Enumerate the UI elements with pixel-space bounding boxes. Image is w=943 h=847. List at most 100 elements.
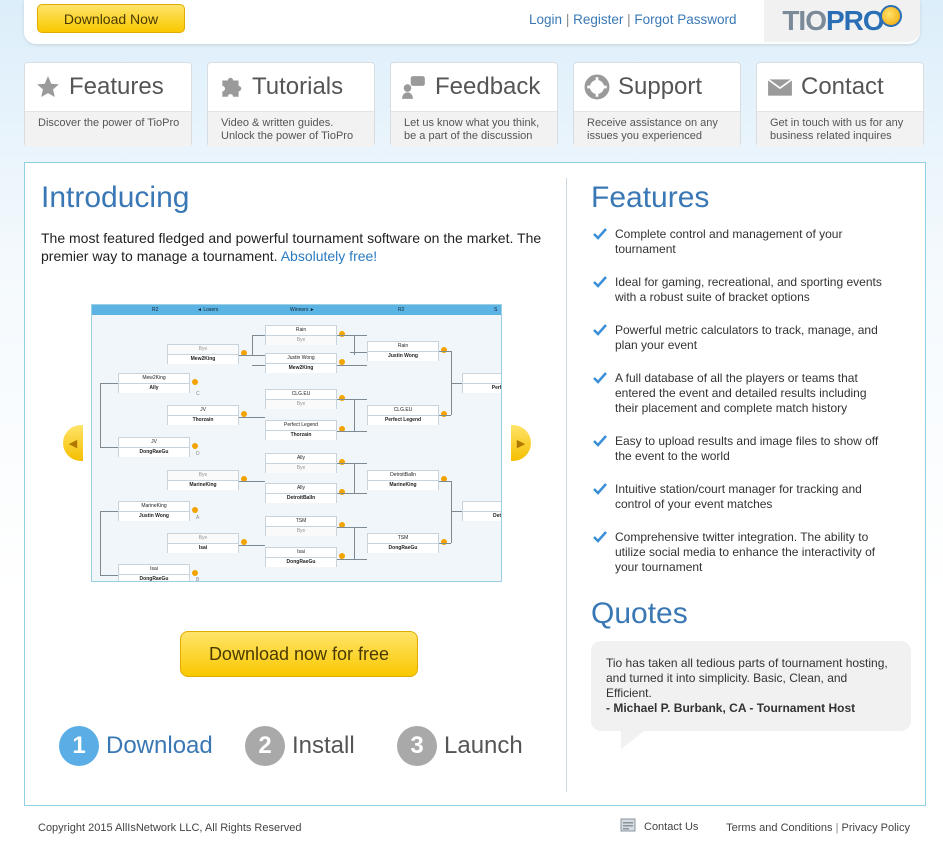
bracket-slot: Bye [265, 526, 337, 536]
step-launch[interactable]: 3 Launch [397, 726, 523, 766]
bracket-slot: Ally [265, 483, 337, 493]
intro-body: The most featured fledged and powerful t… [41, 230, 542, 264]
nav-card-features[interactable]: Features Discover the power of TioPro [24, 62, 192, 147]
bracket-slot: Bye [167, 533, 239, 543]
step-install[interactable]: 2 Install [245, 726, 355, 766]
carousel-next-button[interactable]: ▶ [511, 425, 531, 461]
bracket-slot: Ally [118, 383, 190, 393]
tiopro-logo[interactable]: TIOPRO [764, 0, 920, 42]
absolutely-free-link[interactable]: Absolutely free! [280, 248, 378, 264]
download-now-button[interactable]: Download Now [37, 4, 185, 33]
score-dot-icon [339, 489, 345, 495]
bracket-slot: DetroitBalln [265, 493, 337, 503]
nav-description: Receive assistance on any issues you exp… [574, 111, 740, 147]
bracket-head-label: R2 [152, 307, 159, 313]
forgot-password-link[interactable]: Forgot Password [634, 12, 737, 27]
separator: | [565, 12, 570, 27]
checkmark-icon [593, 324, 607, 336]
checkmark-icon [593, 372, 607, 384]
bracket-connector [451, 511, 462, 512]
feature-item: Easy to upload results and image files t… [593, 434, 893, 464]
checkmark-icon [593, 276, 607, 288]
terms-link[interactable]: Terms and Conditions [726, 822, 833, 834]
nav-desc-line: Let us know what you think, [404, 117, 540, 129]
bracket-slot: Detr [462, 511, 501, 521]
score-dot-icon [241, 476, 247, 482]
bracket-slot: MarineKing [367, 480, 439, 490]
nav-description: Get in touch with us for any business re… [757, 111, 923, 147]
logo-pro: PRO [825, 5, 885, 36]
nav-card-feedback[interactable]: Feedback Let us know what you think, be … [390, 62, 558, 147]
score-dot-icon [339, 359, 345, 365]
bracket-slot: DongRaeGu [367, 543, 439, 553]
feature-item: Ideal for gaming, recreational, and spor… [593, 275, 893, 305]
bracket-slot: DetroitBalln [367, 470, 439, 480]
score-dot-icon [441, 539, 447, 545]
score-dot-icon [241, 350, 247, 356]
bracket-slot: Isai [265, 547, 337, 557]
bracket-slot: Justin Wong [367, 351, 439, 361]
bracket-slot: Bye [265, 399, 337, 409]
bracket-connector [337, 527, 367, 528]
bracket-connector [239, 355, 265, 356]
score-dot-icon [339, 553, 345, 559]
bracket-slot [462, 501, 501, 511]
bracket-connector [337, 335, 367, 336]
privacy-link[interactable]: Privacy Policy [841, 822, 910, 834]
step-label: Download [106, 732, 213, 759]
quote-author: - Michael P. Burbank, CA - Tournament Ho… [606, 701, 856, 715]
footer-contact-link[interactable]: Contact Us [620, 818, 698, 835]
bracket-match: Perfe [462, 373, 501, 394]
nav-desc-line: business related inquires [770, 130, 892, 142]
bracket-connector [337, 365, 367, 366]
step-download[interactable]: 1 Download [59, 726, 213, 766]
nav-card-contact[interactable]: Contact Get in touch with us for any bus… [756, 62, 924, 147]
bracket-slot: Justin Wong [265, 353, 337, 363]
bracket-slot: Bye [265, 463, 337, 473]
bracket-slot: Rain [367, 341, 439, 351]
intro-title: Introducing [41, 181, 190, 214]
feature-item: Powerful metric calculators to track, ma… [593, 323, 893, 353]
bracket-slot: MarineKing [167, 480, 239, 490]
nav-card-support[interactable]: Support Receive assistance on any issues… [573, 62, 741, 147]
bracket-connector [100, 575, 118, 576]
bracket-connector [439, 415, 451, 416]
bracket-slot: Thorzain [167, 415, 239, 425]
nav-description: Let us know what you think, be a part of… [391, 111, 557, 147]
register-link[interactable]: Register [573, 12, 624, 27]
lifebuoy-icon [584, 74, 610, 100]
feature-item: Complete control and management of your … [593, 227, 893, 257]
bracket-slot: Mew2King [167, 354, 239, 364]
quote-bubble: Tio has taken all tedious parts of tourn… [591, 641, 911, 731]
carousel-prev-button[interactable]: ◀ [63, 425, 83, 461]
score-dot-icon [192, 570, 198, 576]
bracket-connector [439, 481, 451, 482]
step-label: Install [292, 732, 355, 759]
bracket-slot: MarineKing [118, 501, 190, 511]
bracket-slot: Bye [167, 344, 239, 354]
bracket-letter: D [196, 451, 200, 457]
feature-text: Complete control and management of your … [615, 227, 843, 256]
score-dot-icon [339, 331, 345, 337]
bracket-slot: JV [118, 437, 190, 447]
nav-desc-line: Unlock the power of TioPro [221, 130, 354, 142]
download-free-button[interactable]: Download now for free [180, 631, 418, 677]
login-link[interactable]: Login [529, 12, 563, 27]
feature-text: Comprehensive twitter integration. The a… [615, 530, 876, 574]
nav-card-tutorials[interactable]: Tutorials Video & written guides. Unlock… [207, 62, 375, 147]
intro-text: The most featured fledged and powerful t… [41, 229, 561, 265]
bracket-connector [337, 493, 367, 494]
bracket-match: Detr [462, 501, 501, 522]
